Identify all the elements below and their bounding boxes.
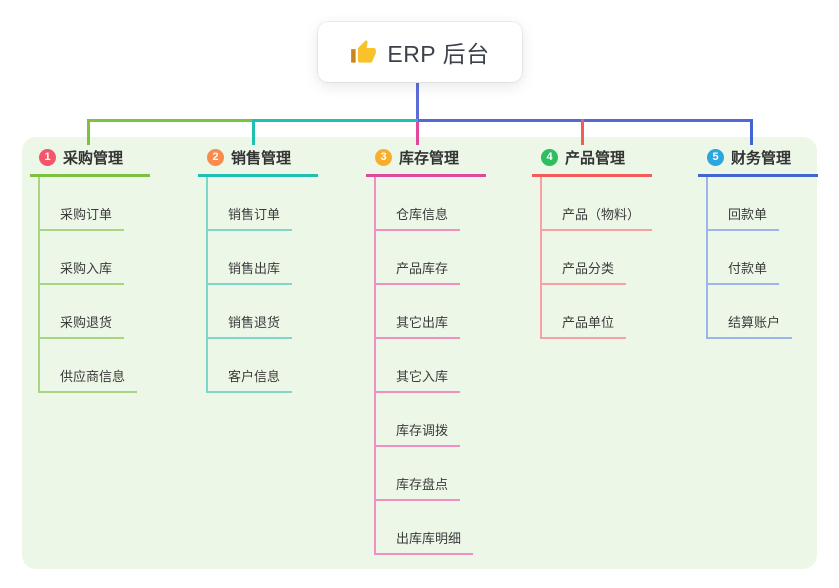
child-node[interactable]: 仓库信息 <box>376 204 461 231</box>
connector-drop-2 <box>252 119 255 145</box>
branch-header[interactable]: 5 财务管理 <box>698 146 818 177</box>
child-row: 仓库信息 <box>376 177 473 231</box>
child-row: 出库库明细 <box>376 501 474 555</box>
branch: 4 产品管理 产品（物料） 产品分类产品单位 <box>532 146 653 339</box>
branch-badge: 5 <box>707 148 724 166</box>
branch-children: 产品（物料） 产品分类产品单位 <box>540 177 653 339</box>
child-row: 采购订单 <box>40 177 137 231</box>
branch-label: 财务管理 <box>731 149 792 167</box>
child-node[interactable]: 其它入库 <box>376 366 461 393</box>
branch-children: 仓库信息产品库存其它出库其它入库库存调拨库存盘点出库库明细 <box>374 177 474 555</box>
connector-drop-5 <box>750 119 753 145</box>
branch: 2 销售管理 销售订单销售出库销售退货客户信息 <box>198 146 318 393</box>
branch-label: 库存管理 <box>399 149 460 167</box>
child-row: 付款单 <box>708 231 792 285</box>
child-node[interactable]: 其它出库 <box>376 312 461 339</box>
child-row: 采购退货 <box>40 285 137 339</box>
child-node[interactable]: 产品（物料） <box>542 204 653 231</box>
branch-badge: 3 <box>375 148 392 166</box>
child-node[interactable]: 库存盘点 <box>376 474 461 501</box>
child-row: 其它入库 <box>376 339 473 393</box>
child-row: 结算账户 <box>708 285 793 339</box>
child-row: 产品（物料） <box>542 177 653 231</box>
thumbs-up-icon <box>350 39 377 66</box>
branch-header[interactable]: 3 库存管理 <box>366 146 486 177</box>
child-node[interactable]: 出库库明细 <box>376 528 474 555</box>
root-label: ERP 后台 <box>387 41 490 67</box>
child-row: 销售退货 <box>208 285 293 339</box>
child-node[interactable]: 销售出库 <box>208 258 293 285</box>
child-node[interactable]: 采购入库 <box>40 258 125 285</box>
child-row: 库存盘点 <box>376 447 473 501</box>
root-node[interactable]: ERP 后台 <box>318 22 522 82</box>
child-row: 客户信息 <box>208 339 293 393</box>
branch-children: 采购订单采购入库采购退货供应商信息 <box>38 177 138 393</box>
child-row: 销售出库 <box>208 231 293 285</box>
branch-header[interactable]: 1 采购管理 <box>30 146 150 177</box>
child-row: 供应商信息 <box>40 339 138 393</box>
mindmap-canvas-panel <box>22 137 817 569</box>
child-row: 采购入库 <box>40 231 137 285</box>
child-row: 其它出库 <box>376 285 473 339</box>
connector-rail-segment-3 <box>418 119 753 122</box>
child-row: 库存调拨 <box>376 393 473 447</box>
child-node[interactable]: 产品单位 <box>542 312 627 339</box>
child-row: 销售订单 <box>208 177 293 231</box>
child-node[interactable]: 销售订单 <box>208 204 293 231</box>
connector-drop-4 <box>581 119 584 145</box>
child-node[interactable]: 采购订单 <box>40 204 125 231</box>
branch: 1 采购管理 采购订单采购入库采购退货供应商信息 <box>30 146 150 393</box>
child-node[interactable]: 销售退货 <box>208 312 293 339</box>
branch-children: 销售订单销售出库销售退货客户信息 <box>206 177 293 393</box>
child-row: 产品库存 <box>376 231 473 285</box>
branch: 5 财务管理 回款单付款单结算账户 <box>698 146 818 339</box>
child-node[interactable]: 付款单 <box>708 258 780 285</box>
branch-label: 采购管理 <box>63 149 124 167</box>
connector-rail-segment-2 <box>252 119 418 122</box>
child-node[interactable]: 结算账户 <box>708 312 793 339</box>
branch: 3 库存管理 仓库信息产品库存其它出库其它入库库存调拨库存盘点出库库明细 <box>366 146 486 555</box>
connector-rail-segment-1 <box>87 119 252 122</box>
child-row: 产品单位 <box>542 285 652 339</box>
child-node[interactable]: 客户信息 <box>208 366 293 393</box>
branch-children: 回款单付款单结算账户 <box>706 177 793 339</box>
branch-label: 产品管理 <box>565 149 626 167</box>
branch-header[interactable]: 4 产品管理 <box>532 146 652 177</box>
connector-drop-3 <box>416 122 419 145</box>
child-node[interactable]: 供应商信息 <box>40 366 138 393</box>
child-node[interactable]: 产品库存 <box>376 258 461 285</box>
branch-badge: 1 <box>39 148 56 166</box>
child-row: 回款单 <box>708 177 792 231</box>
child-node[interactable]: 回款单 <box>708 204 780 231</box>
branch-badge: 4 <box>541 148 558 166</box>
branch-label: 销售管理 <box>231 149 292 167</box>
branch-badge: 2 <box>207 148 224 166</box>
connector-drop-1 <box>87 119 90 145</box>
child-node[interactable]: 产品分类 <box>542 258 627 285</box>
connector-trunk <box>416 82 419 122</box>
child-row: 产品分类 <box>542 231 652 285</box>
child-node[interactable]: 采购退货 <box>40 312 125 339</box>
child-node[interactable]: 库存调拨 <box>376 420 461 447</box>
branch-header[interactable]: 2 销售管理 <box>198 146 318 177</box>
